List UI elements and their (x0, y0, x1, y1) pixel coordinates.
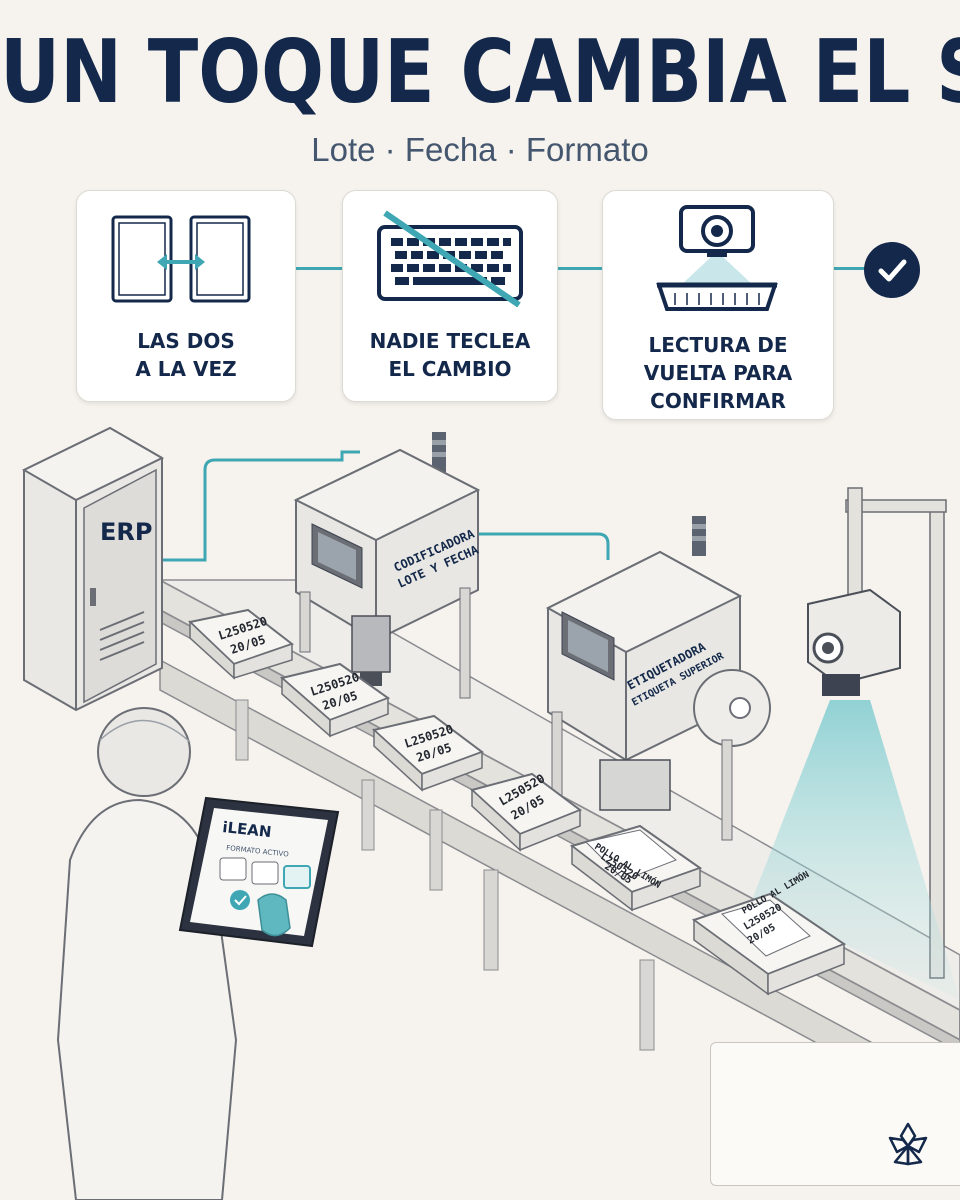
tablet-brand: iLEAN (222, 818, 273, 841)
page-title: UN TOQUE CAMBIA EL SKU (0, 22, 960, 124)
check-circle-icon (864, 242, 920, 298)
operator (56, 707, 263, 1200)
tablet-device: iLEAN FORMATO ACTIVO (178, 796, 340, 948)
step-card-no-typing: NADIE TECLEA EL CAMBIO (342, 190, 558, 402)
format-option[interactable] (219, 857, 247, 881)
format-option[interactable] (251, 861, 279, 885)
connector-line (832, 267, 866, 270)
page-subtitle: Lote · Fecha · Formato (311, 131, 649, 168)
camera-tray-icon (656, 205, 778, 311)
step-card-read-back: LECTURA DE VUELTA PARA CONFIRMAR (602, 190, 834, 420)
production-line-illustration: ERP CODIFICADORA LOTE Y FECHA (21, 426, 960, 1200)
coding-machine: CODIFICADORA LOTE Y FECHA (293, 432, 481, 699)
dual-panel-arrow-icon (111, 215, 251, 303)
labeling-machine: ETIQUETADORA ETIQUETA SUPERIOR (545, 516, 771, 841)
tray-coded: L250520 20/05 (279, 662, 391, 738)
step-label: LAS DOS A LA VEZ (135, 329, 237, 381)
step-label: LECTURA DE VUELTA PARA CONFIRMAR (643, 333, 793, 413)
erp-cabinet: ERP (21, 426, 165, 712)
format-option-active[interactable] (283, 865, 311, 889)
tray-coded: L250520 20/05 (371, 714, 485, 792)
step-label: NADIE TECLEA EL CAMBIO (369, 329, 531, 381)
erp-label: ERP (100, 518, 152, 546)
step-card-simultaneous: LAS DOS A LA VEZ (76, 190, 296, 402)
flower-logo-icon (888, 1122, 928, 1166)
tray-coded: L250520 20/05 (187, 608, 295, 680)
tray-labelled: POLLO AL LIMÓN L250520 20/05 (569, 824, 703, 912)
tray-coded: L250520 20/05 (469, 771, 583, 852)
crossed-keyboard-icon (377, 210, 523, 307)
connector-line (556, 267, 602, 270)
connector-line (294, 267, 342, 270)
